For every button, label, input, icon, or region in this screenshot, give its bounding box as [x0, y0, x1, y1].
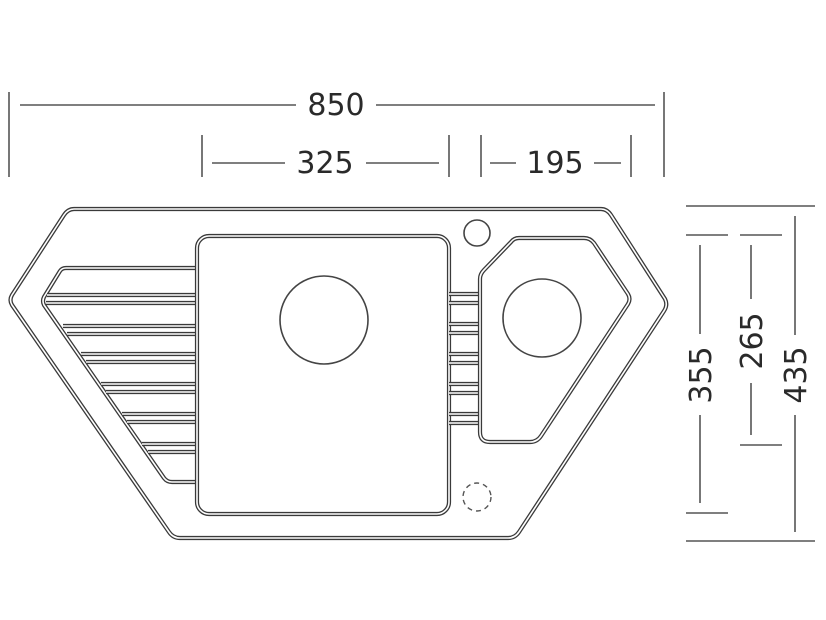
tap-hole-icon	[463, 219, 491, 247]
small-pentagon-bowl	[477, 235, 632, 445]
sink-outline	[8, 206, 669, 541]
dimension-label: 355	[684, 346, 719, 403]
dimension-main-bowl-width: 325	[201, 135, 450, 181]
dimension-label: 325	[296, 146, 353, 181]
center-ribs	[449, 291, 479, 426]
dimension-label: 850	[307, 88, 364, 123]
drainboard-ribs	[46, 292, 197, 455]
dimension-overall-width: 850	[8, 88, 665, 177]
dimension-depth-secondary: 265	[735, 234, 782, 446]
optional-tap-hole-icon	[462, 482, 492, 512]
dimension-label: 265	[735, 312, 770, 369]
large-square-bowl	[194, 233, 452, 517]
dimension-secondary-bowl-width: 195	[480, 135, 632, 181]
dimension-overall-depth: 435	[686, 205, 815, 542]
dimension-label: 195	[526, 146, 583, 181]
main-drain-icon	[279, 275, 369, 365]
secondary-drain-icon	[502, 278, 582, 358]
ribbed-drainboard	[40, 265, 197, 485]
dimension-label: 435	[779, 346, 814, 403]
dimension-depth-bowl-side: 355	[684, 234, 728, 514]
